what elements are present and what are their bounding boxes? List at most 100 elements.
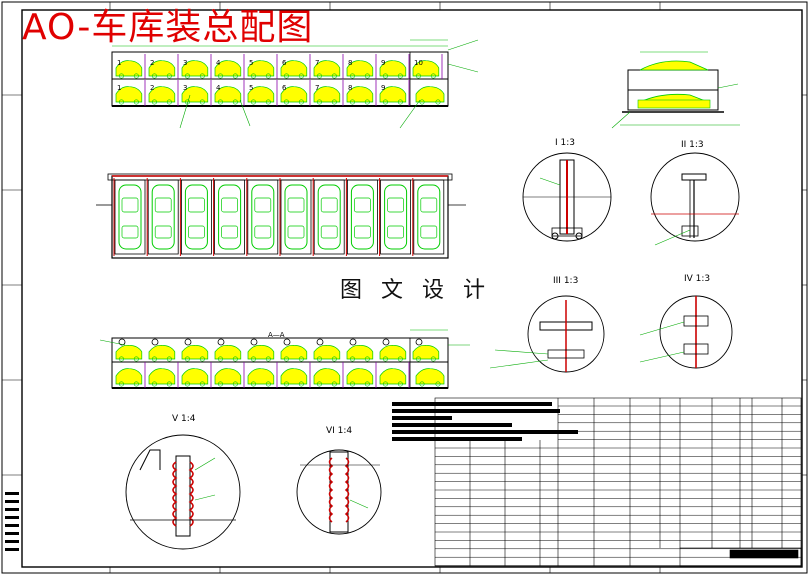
- lower-car: [214, 368, 242, 385]
- lower-car: [415, 368, 445, 385]
- left-stamp: [5, 492, 19, 551]
- car-rear-window: [387, 225, 404, 239]
- wheel: [250, 356, 256, 362]
- slot-number: 10: [414, 59, 423, 67]
- slot-number: 3: [183, 59, 187, 67]
- drawing-title: AO-车库装总配图: [22, 7, 314, 48]
- wheel: [397, 356, 403, 362]
- wheel: [283, 99, 289, 105]
- upper-car: [412, 344, 440, 360]
- wheel: [349, 73, 355, 79]
- pallet: [380, 179, 412, 255]
- sprocket: [316, 338, 324, 346]
- wheel: [364, 381, 370, 387]
- slot-number: 5: [249, 84, 253, 92]
- pallet: [247, 179, 279, 255]
- slot-number: 6: [282, 84, 287, 92]
- upper-car: [148, 60, 176, 77]
- upper-car: [412, 60, 440, 77]
- wheel: [415, 356, 421, 362]
- car-top-view: [151, 184, 175, 250]
- wheel: [382, 99, 388, 105]
- slot-number: 7: [315, 59, 319, 67]
- wheel: [217, 356, 223, 362]
- car-windshield: [387, 197, 404, 213]
- sprocket: [151, 338, 159, 346]
- upper-car: [214, 60, 242, 77]
- detail-VI: [296, 449, 382, 535]
- lower-car: [181, 86, 209, 103]
- upper-car: [379, 60, 407, 77]
- wheel: [435, 381, 441, 387]
- wheel: [382, 73, 388, 79]
- lower-car: [280, 368, 308, 385]
- wheel: [364, 356, 370, 362]
- slot-number: 4: [216, 84, 221, 92]
- upper-car: [280, 344, 308, 360]
- wheel: [316, 356, 322, 362]
- wheel: [283, 356, 289, 362]
- detail-label-IV: IV 1:3: [684, 274, 711, 284]
- slot-number: 1: [117, 59, 121, 67]
- car-windshield: [188, 197, 205, 213]
- wheel: [382, 381, 388, 387]
- wheel: [250, 99, 256, 105]
- wheel: [419, 381, 425, 387]
- car-top-view: [417, 184, 441, 250]
- wheel: [364, 99, 370, 105]
- car-windshield: [154, 197, 172, 213]
- plan-view: [96, 173, 466, 259]
- parts-table: [434, 397, 802, 567]
- title-block: [679, 547, 802, 567]
- wheel: [217, 381, 223, 387]
- detail-V: [125, 434, 241, 550]
- wheel: [232, 356, 238, 362]
- wheel: [199, 381, 205, 387]
- lower-car: [148, 86, 176, 103]
- wheel: [151, 99, 157, 105]
- wheel: [298, 356, 304, 362]
- upper-car: [346, 344, 374, 360]
- car-windshield: [121, 197, 139, 213]
- lower-car: [214, 86, 242, 103]
- lower-car: [148, 368, 176, 385]
- car-top-view: [251, 184, 275, 250]
- wheel: [166, 356, 172, 362]
- upper-car: [280, 60, 308, 77]
- wheel: [349, 381, 355, 387]
- wheel: [133, 99, 139, 105]
- slot-number: 7: [315, 84, 319, 92]
- lower-car: [115, 86, 143, 103]
- lower-car: [115, 368, 143, 385]
- detail-label-V: V 1:4: [172, 414, 196, 424]
- wheel: [199, 73, 205, 79]
- wheel: [316, 73, 322, 79]
- wheel: [151, 73, 157, 79]
- wheel: [419, 99, 425, 105]
- wheel: [298, 73, 304, 79]
- wheel: [331, 356, 337, 362]
- wheel: [133, 356, 139, 362]
- slot-number: 9: [381, 84, 385, 92]
- sprocket: [382, 338, 390, 346]
- upper-car: [181, 60, 209, 77]
- wheel: [397, 73, 403, 79]
- upper-car: [346, 60, 374, 77]
- detail-label-II: II 1:3: [681, 140, 704, 150]
- end-elevation: [611, 51, 740, 129]
- pallet: [147, 179, 179, 255]
- wheel: [118, 99, 124, 105]
- wheel: [184, 73, 190, 79]
- wheel: [118, 73, 124, 79]
- sprocket: [184, 338, 192, 346]
- car-top-view: [118, 184, 142, 250]
- wheel: [283, 381, 289, 387]
- wheel: [316, 381, 322, 387]
- car-rear-window: [254, 225, 272, 239]
- upper-car: [313, 344, 341, 360]
- wheel: [166, 73, 172, 79]
- slot-number: 4: [216, 59, 221, 67]
